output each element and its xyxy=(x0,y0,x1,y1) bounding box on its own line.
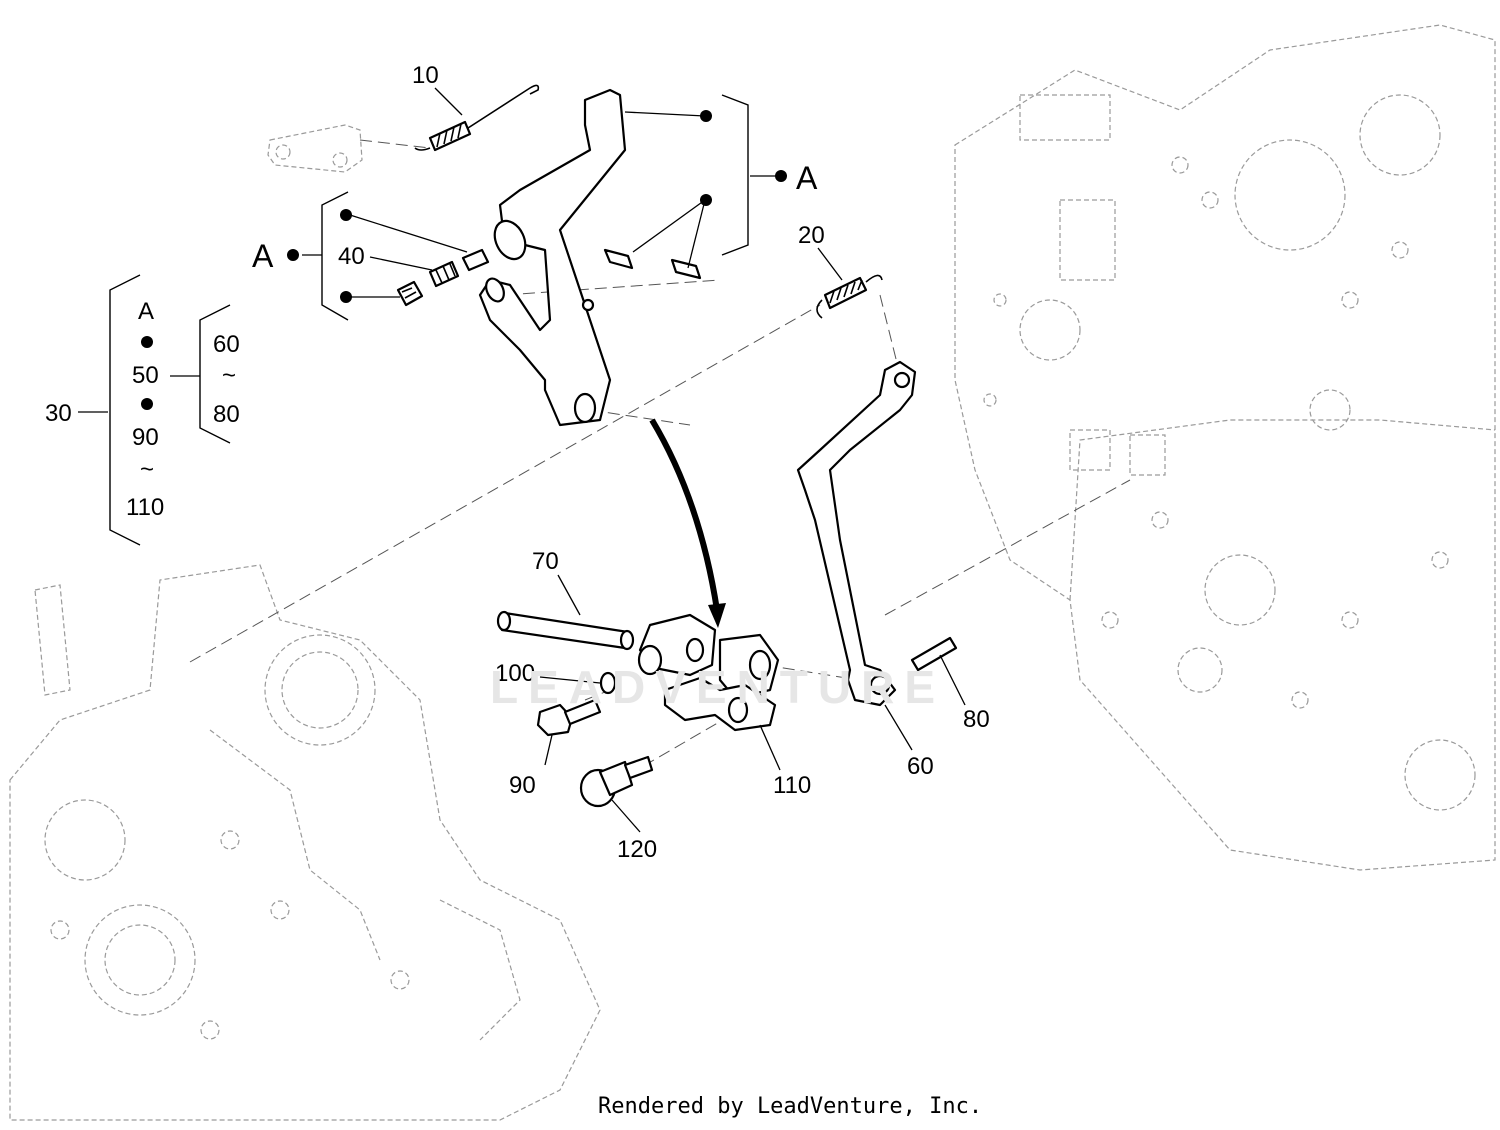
callout-100: 100 xyxy=(495,660,536,687)
part-120-bolt[interactable] xyxy=(579,755,654,808)
callout-110-side: 110 xyxy=(126,494,165,521)
callout-a-right: A xyxy=(796,160,818,196)
callout-60: 60 xyxy=(907,753,934,780)
callout-40: 40 xyxy=(338,243,365,270)
part-20-spring[interactable] xyxy=(816,274,883,319)
install-arrow xyxy=(649,418,726,628)
part-90-bolt[interactable] xyxy=(536,698,602,737)
callout-90: 90 xyxy=(509,772,536,799)
callout-80: 80 xyxy=(963,706,990,733)
part-10-spring[interactable] xyxy=(414,84,540,152)
part-60-lever[interactable] xyxy=(796,360,917,707)
engine-block-right-ghost xyxy=(954,24,1496,871)
leader-lines xyxy=(78,87,966,833)
callout-80-side: 80 xyxy=(213,401,240,428)
part-80-pin[interactable] xyxy=(910,636,958,672)
reference-dots xyxy=(141,110,787,410)
braces xyxy=(109,94,749,546)
callout-tilde-2: ~ xyxy=(140,456,155,483)
callout-70: 70 xyxy=(532,548,559,575)
reference-bracket-ghost xyxy=(267,124,363,173)
part-70-shaft[interactable] xyxy=(496,610,635,651)
part-110-bracket[interactable] xyxy=(637,613,780,732)
gear-case-left-ghost xyxy=(9,564,601,1121)
callout-10: 10 xyxy=(412,62,439,89)
footer-credit: Rendered by LeadVenture, Inc. xyxy=(598,1094,983,1119)
callout-110: 110 xyxy=(773,772,812,799)
watermark-text: LEADVENTURE xyxy=(490,661,946,713)
callout-tilde-1: ~ xyxy=(222,362,237,389)
fork-lever[interactable] xyxy=(478,88,627,427)
callout-120: 120 xyxy=(617,836,658,863)
callout-60-side: 60 xyxy=(213,331,240,358)
callout-90-side: 90 xyxy=(132,424,159,451)
callout-a-left: A xyxy=(252,238,274,274)
part-40-spring-pins[interactable] xyxy=(396,248,702,307)
part-100-washer[interactable] xyxy=(599,671,617,695)
callout-30: 30 xyxy=(45,400,72,427)
callout-20: 20 xyxy=(798,222,825,249)
callout-50: 50 xyxy=(132,362,159,389)
callout-a-group: A xyxy=(138,298,155,325)
